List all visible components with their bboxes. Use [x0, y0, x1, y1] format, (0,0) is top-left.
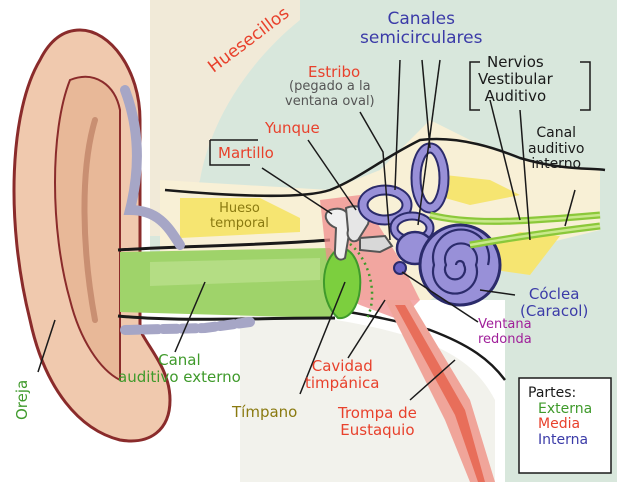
legend: Partes: Externa Media Interna	[519, 378, 611, 473]
label-coclea: Cóclea(Caracol)	[520, 285, 589, 320]
leader-timpano	[299, 281, 346, 395]
temporal-bone-region	[150, 0, 300, 236]
leader-coclea	[479, 289, 516, 296]
eardrum-dotted	[349, 243, 374, 321]
canal-side-fill	[359, 186, 411, 224]
label-martillo: Martillo	[218, 144, 274, 162]
leader-cavidad	[347, 299, 386, 359]
cartilage-upper	[120, 85, 185, 250]
leader-trompa	[409, 359, 456, 401]
bracket-huesecillos	[209, 140, 250, 166]
nerve-core	[429, 213, 601, 247]
legend-interna: Interna	[538, 432, 589, 449]
leader-canales-c	[417, 59, 441, 226]
round-window	[393, 261, 407, 275]
stapes	[359, 234, 394, 254]
leader-yunque	[307, 139, 357, 211]
legend-title: Partes:	[528, 385, 577, 401]
leader-lines	[37, 59, 591, 401]
leader-oreja	[37, 319, 56, 373]
bone-outline	[164, 137, 606, 197]
canal-upper-wall	[117, 238, 331, 252]
leader-martillo	[261, 167, 333, 215]
yellow-bone-lower	[445, 175, 520, 205]
cochlea-spiral	[431, 228, 491, 295]
leader-canal-interno	[564, 189, 576, 227]
legend-box	[518, 377, 612, 474]
leader-vestibular	[489, 99, 521, 221]
leader-canal-externo	[174, 281, 206, 353]
ear-canal-shade	[150, 258, 320, 286]
legend-externa: Externa	[538, 400, 593, 417]
eardrum	[323, 246, 362, 320]
canal-lower-wall	[117, 314, 336, 321]
leader-canales-b	[421, 59, 431, 149]
eustachian-tube-core	[395, 305, 485, 482]
pinna-shading	[81, 117, 98, 323]
legend-media: Media	[538, 416, 581, 433]
bracket-nervios	[469, 61, 480, 111]
leader-estribo	[359, 111, 391, 241]
yellow-bone-upper	[180, 198, 300, 238]
label-estribo: Estribo	[308, 63, 361, 81]
cartilage-lower	[120, 317, 255, 335]
leader-ventana	[401, 271, 479, 323]
leader-auditivo	[519, 109, 531, 241]
label-oreja: Oreja	[13, 379, 31, 420]
leader-canales-a	[394, 59, 401, 191]
bracket-nervios-right	[580, 61, 591, 111]
label-yunque: Yunque	[265, 119, 320, 137]
label-timpano: Tímpano	[232, 403, 298, 421]
